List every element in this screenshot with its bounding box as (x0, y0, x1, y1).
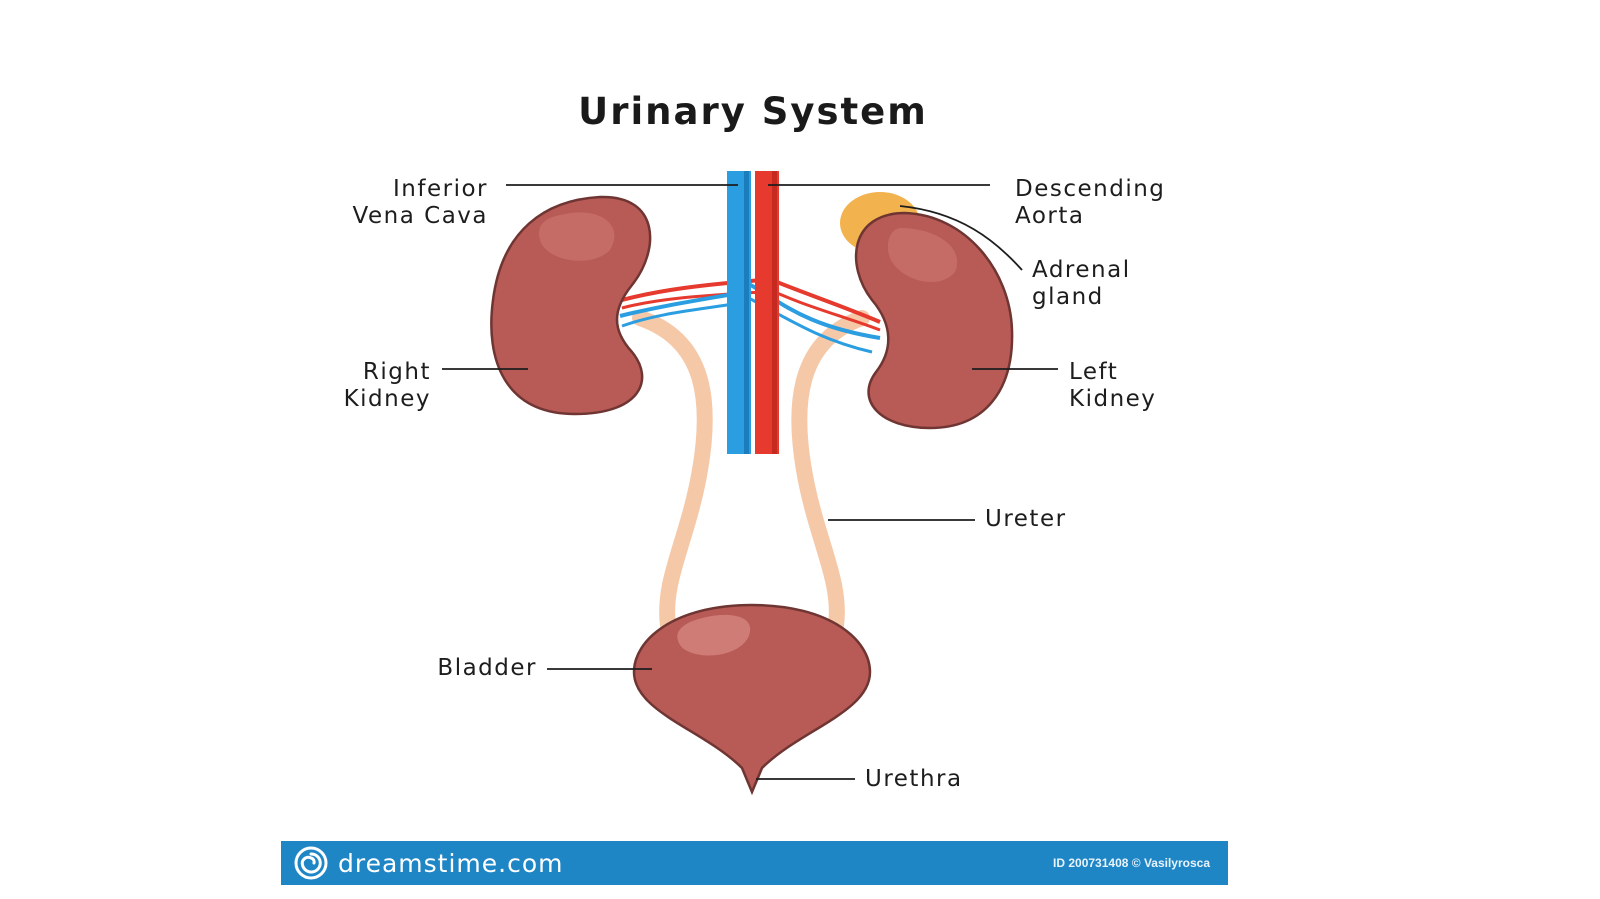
right-ureter (632, 310, 713, 633)
label-right-kidney: Right Kidney (343, 359, 431, 412)
left-ureter (791, 310, 870, 633)
left-kidney (854, 211, 1014, 430)
leader-adrenal (899, 205, 1023, 271)
label-bladder: Bladder (437, 655, 537, 681)
label-urethra: Urethra (865, 766, 963, 792)
diagram-title: Urinary System (578, 90, 928, 133)
brand-name[interactable]: dreamstime.com (338, 848, 564, 878)
label-ureter: Ureter (985, 506, 1067, 532)
ureters (632, 310, 870, 633)
label-adrenal-gland: Adrenal gland (1032, 257, 1131, 310)
leader-lines (442, 184, 1058, 780)
bladder (632, 603, 872, 796)
right-kidney (490, 195, 652, 416)
label-descending-aorta: Descending Aorta (1015, 176, 1166, 229)
image-credit: ID 200731408 © Vasilyrosca (1053, 856, 1210, 870)
label-left-kidney: Left Kidney (1069, 359, 1157, 412)
label-inferior-vena-cava: Inferior Vena Cava (352, 176, 488, 229)
inferior-vena-cava-shade (744, 171, 749, 454)
spiral-logo-icon (294, 846, 328, 880)
brand: dreamstime.com (294, 846, 564, 880)
descending-aorta-shade (772, 171, 777, 454)
watermark-footer-bar: dreamstime.com ID 200731408 © Vasilyrosc… (281, 841, 1228, 885)
